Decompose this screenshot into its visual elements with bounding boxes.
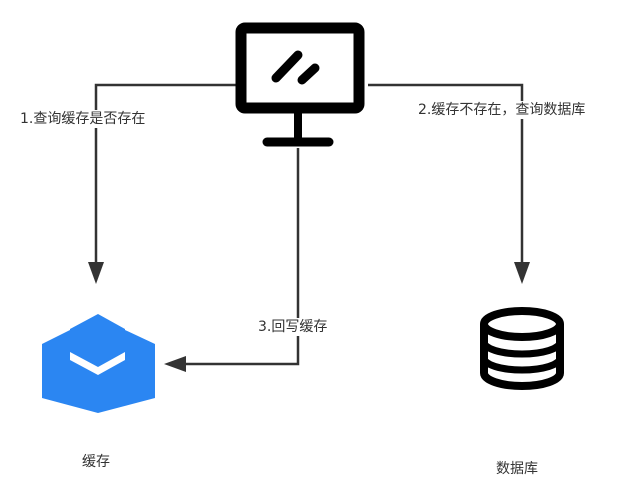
arrowhead-down-icon	[88, 262, 104, 284]
edge-query-database-line	[368, 83, 524, 262]
cache-node-label: 缓存	[82, 454, 110, 470]
arrowhead-left-icon	[164, 356, 186, 372]
edge-query-cache-line	[94, 83, 236, 262]
edge-label-write-back: 3.回写缓存	[258, 318, 328, 336]
edge-write-back	[164, 148, 300, 372]
cache-cube-icon[interactable]	[42, 314, 155, 413]
edge-query-cache	[88, 83, 236, 284]
edge-label-query-database: 2.缓存不存在，查询数据库	[418, 101, 586, 119]
edge-write-back-line	[186, 148, 300, 366]
edge-label-query-cache: 1.查询缓存是否存在	[20, 110, 146, 128]
database-node-label: 数据库	[496, 461, 538, 477]
database-icon[interactable]	[480, 307, 564, 390]
arrowhead-down-icon	[514, 262, 530, 284]
monitor-icon[interactable]	[235, 22, 365, 147]
edge-query-database	[368, 83, 530, 284]
